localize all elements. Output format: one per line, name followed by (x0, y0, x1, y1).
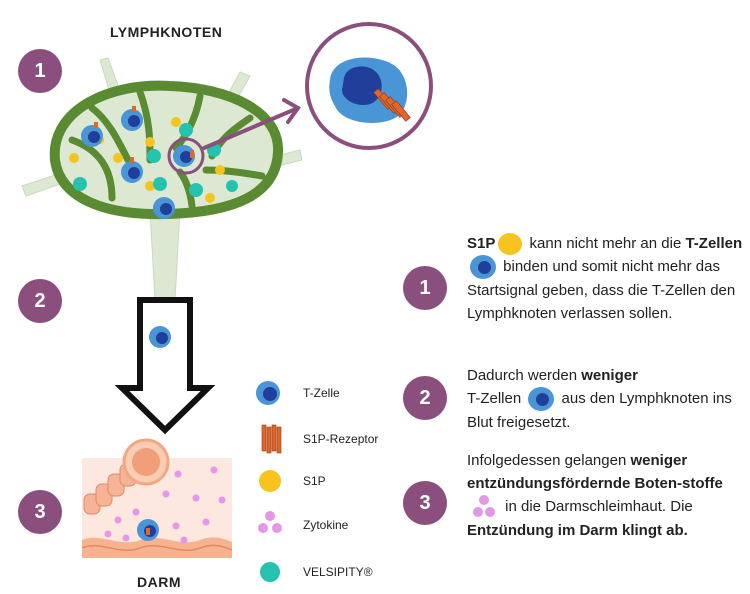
t-cell-in-vessel (149, 326, 171, 348)
s1p-receptor-icon (261, 424, 282, 454)
step-1-s1p: S1P (467, 235, 496, 252)
legend-icons (256, 381, 282, 582)
left-badge-3: 3 (18, 490, 62, 534)
s1p-inline-icon (498, 233, 523, 256)
legend-label-s1p-receptor: S1P-Rezeptor (303, 432, 379, 446)
s1p-icon (259, 470, 281, 492)
lymph-node-title: LYMPHKNOTEN (110, 24, 223, 40)
zoom-source (167, 137, 205, 175)
legend-label-cytokine: Zytokine (303, 518, 349, 532)
step-3-text: Infolgedessen gelangen weniger entzündun… (467, 449, 747, 542)
velsipity-icon (260, 562, 280, 582)
step-3-inflammation-gut: Entzündung im Darm klingt ab. (467, 522, 688, 540)
t-cell-inline-icon (470, 255, 496, 280)
step-3-part-1: Infolgedessen gelangen (467, 452, 631, 469)
step-3-fewer-inflammatory: weniger entzündungsfördernde Boten-stoff… (467, 452, 723, 492)
legend-label-t-cell: T-Zelle (303, 386, 340, 400)
left-badge-2: 2 (18, 279, 62, 323)
lymph-node (49, 80, 283, 220)
gut-illustration (81, 438, 233, 558)
step-2-fewer: weniger (581, 367, 638, 384)
receptor-zoom (373, 88, 411, 122)
zoom-arrow (202, 98, 301, 150)
t-cell-icon (256, 381, 280, 405)
step-2-part-2: T-Zellen (467, 390, 526, 407)
legend-label-s1p: S1P (303, 474, 326, 488)
step-2-part-1: Dadurch werden (467, 367, 582, 384)
step-1-text: S1P kann nicht mehr an die T-Zellen bind… (467, 232, 747, 325)
gut-title: DARM (137, 574, 181, 590)
step-badge-3: 3 (403, 481, 447, 525)
legend-label-velsipity: VELSIPITY® (303, 565, 373, 579)
down-arrow (114, 297, 216, 435)
t-cell-inline-icon (528, 387, 555, 412)
step-2-part-3: aus den Lymphknoten ins Blut freigesetzt… (467, 390, 732, 432)
step-1-tcells: T-Zellen (685, 235, 743, 252)
step-badge-1: 1 (403, 266, 447, 310)
step-badge-2: 2 (403, 376, 447, 420)
s1p-dots (69, 117, 225, 203)
step-2-text: Dadurch werden weniger T-Zellen aus den … (467, 364, 747, 434)
left-badge-1: 1 (18, 49, 62, 93)
t-cells-in-node (81, 106, 175, 219)
cytokine-inline-icon (471, 495, 497, 519)
step-3-part-2: in die Darmschleimhaut. Die (501, 498, 693, 515)
zoom-circle (305, 22, 433, 150)
cytokine-icon (258, 511, 282, 533)
step-1-part-1: kann nicht mehr an die (525, 235, 686, 252)
step-1-part-2: binden und somit nicht mehr das Startsig… (467, 258, 736, 323)
